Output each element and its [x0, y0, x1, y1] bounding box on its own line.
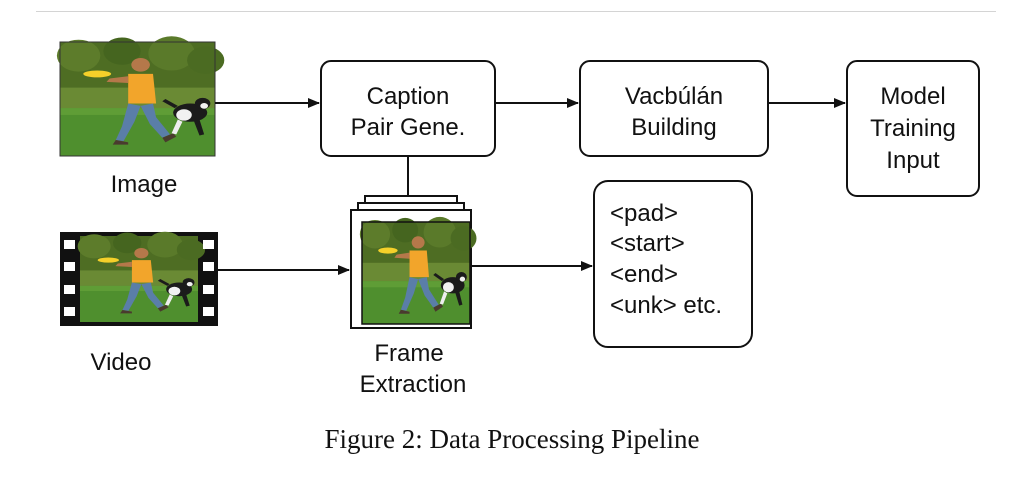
token-end: <end> [610, 261, 678, 288]
model-line-2: Training [870, 115, 956, 142]
image-thumbnail-border [59, 41, 216, 157]
figure-caption: Figure 2: Data Processing Pipeline [325, 424, 700, 454]
frame-extraction-stack [350, 195, 477, 329]
frame-extraction-line-1: Frame [374, 340, 443, 367]
image-label: Image [111, 171, 178, 198]
image-thumbnail [56, 36, 225, 156]
video-filmstrip [60, 231, 218, 326]
model-training-node: Model Training Input [846, 60, 980, 197]
vocab-building-node: Vacbúlán Building [579, 60, 769, 157]
caption-pair-line-2: Pair Gene. [351, 114, 466, 141]
vocab-line-2: Building [631, 114, 716, 141]
frame-extraction-line-2: Extraction [360, 371, 467, 398]
token-unk: <unk> etc. [610, 292, 722, 319]
caption-pair-node: Caption Pair Gene. [320, 60, 496, 157]
token-start: <start> [610, 230, 685, 257]
sprocket-holes [64, 240, 214, 316]
caption-pair-line-1: Caption [367, 83, 450, 110]
video-label: Video [91, 349, 152, 376]
model-line-1: Model [880, 83, 945, 110]
vocab-line-1: Vacbúlán [625, 83, 723, 110]
frame-photo [359, 216, 477, 324]
top-divider [36, 11, 996, 12]
token-pad: <pad> [610, 200, 678, 227]
special-tokens-node: <pad> <start> <end> <unk> etc. [593, 180, 753, 348]
model-line-3: Input [886, 147, 940, 174]
